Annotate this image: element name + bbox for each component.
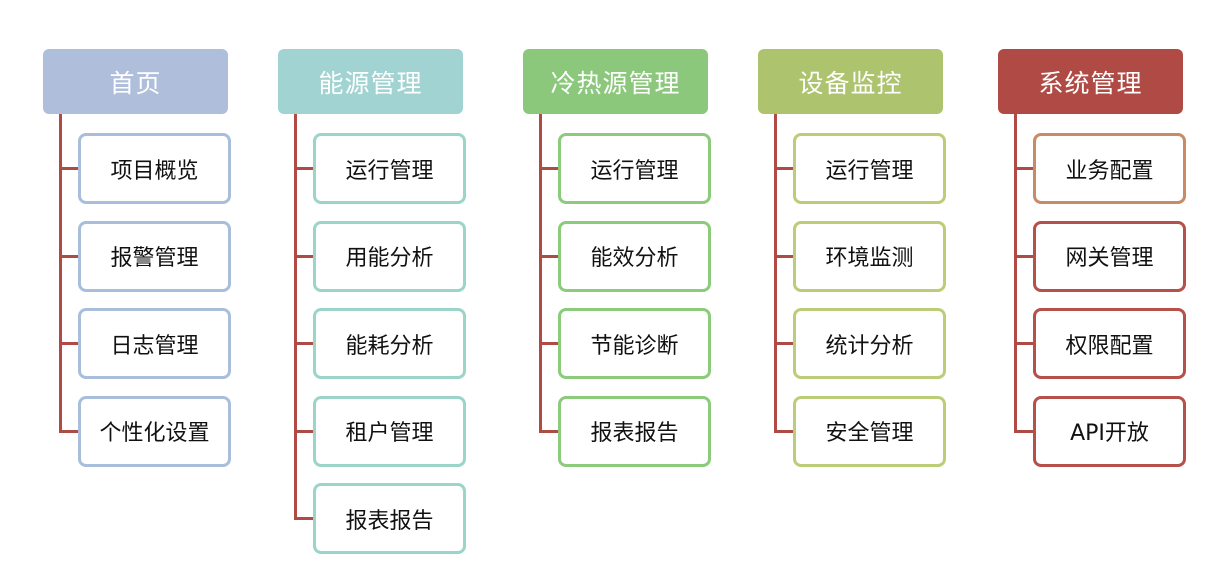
menu-item-box: 节能诊断	[558, 308, 711, 379]
menu-item-box: 网关管理	[1033, 220, 1186, 292]
connector-branch	[59, 167, 79, 170]
column-4: 设备监控运行管理环境监测统计分析安全管理	[758, 0, 998, 568]
connector-branch	[294, 517, 314, 520]
connector-trunk	[294, 114, 297, 520]
connector-branch	[1014, 254, 1034, 258]
menu-item-box: 报表报告	[558, 395, 711, 467]
connector-branch	[1014, 342, 1034, 345]
menu-item-box: API开放	[1033, 395, 1186, 467]
connector-branch	[539, 342, 559, 345]
connector-branch	[774, 254, 794, 258]
connector-trunk	[774, 114, 777, 433]
menu-item-box: 日志管理	[78, 308, 231, 379]
column-header: 首页	[43, 49, 228, 114]
connector-branch	[294, 254, 314, 258]
menu-item-box: 运行管理	[793, 133, 946, 204]
menu-item-box: 个性化设置	[78, 395, 231, 467]
connector-branch	[539, 429, 559, 433]
connector-branch	[294, 429, 314, 433]
column-header: 能源管理	[278, 49, 463, 114]
connector-trunk	[539, 114, 542, 433]
menu-item-box: 能耗分析	[313, 308, 466, 379]
column-3: 冷热源管理运行管理能效分析节能诊断报表报告	[523, 0, 763, 568]
menu-item-box: 报警管理	[78, 220, 231, 292]
column-1: 首页项目概览报警管理日志管理个性化设置	[43, 0, 283, 568]
menu-item-box: 能效分析	[558, 220, 711, 292]
menu-item-box: 项目概览	[78, 133, 231, 204]
connector-branch	[59, 429, 79, 433]
menu-item-box: 环境监测	[793, 220, 946, 292]
menu-item-box: 权限配置	[1033, 308, 1186, 379]
column-2: 能源管理运行管理用能分析能耗分析租户管理报表报告	[278, 0, 518, 568]
connector-branch	[294, 342, 314, 345]
connector-branch	[1014, 429, 1034, 433]
connector-branch	[774, 429, 794, 433]
menu-item-box: 运行管理	[558, 133, 711, 204]
menu-item-box: 运行管理	[313, 133, 466, 204]
menu-item-box: 用能分析	[313, 220, 466, 292]
column-5: 系统管理业务配置网关管理权限配置 API开放	[998, 0, 1231, 568]
menu-item-box: 统计分析	[793, 308, 946, 379]
menu-item-box: 报表报告	[313, 483, 466, 554]
connector-branch	[1014, 167, 1034, 170]
connector-trunk	[59, 114, 62, 433]
connector-branch	[294, 167, 314, 170]
connector-trunk	[1014, 114, 1017, 433]
menu-item-box: 业务配置	[1033, 133, 1186, 204]
menu-item-box: 安全管理	[793, 395, 946, 467]
connector-branch	[539, 254, 559, 258]
column-header: 设备监控	[758, 49, 943, 114]
connector-branch	[59, 342, 79, 345]
connector-branch	[774, 167, 794, 170]
menu-item-box: 租户管理	[313, 395, 466, 467]
column-header: 系统管理	[998, 49, 1183, 114]
column-header: 冷热源管理	[523, 49, 708, 114]
connector-branch	[774, 342, 794, 345]
connector-branch	[59, 254, 79, 258]
connector-branch	[539, 167, 559, 170]
